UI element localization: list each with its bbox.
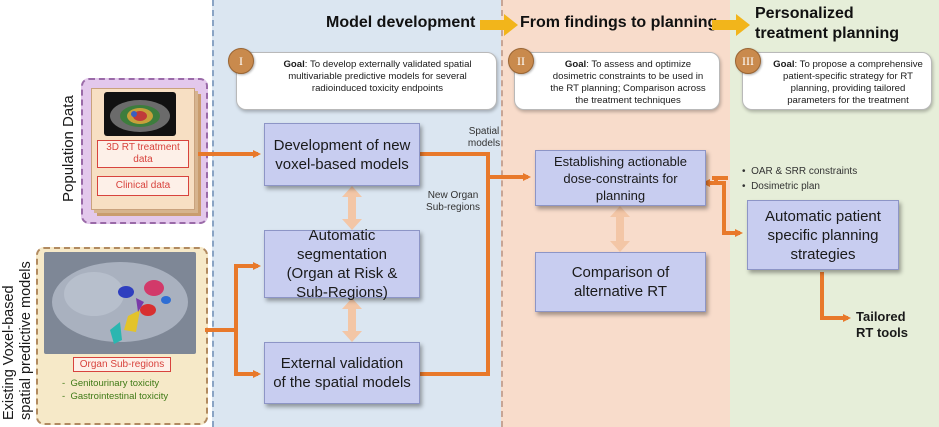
header-personalized: Personalized treatment planning [755, 5, 900, 42]
new-organ-label: New Organ Sub-regions [426, 190, 480, 213]
header-arrow-1 [480, 14, 518, 36]
roman-numeral-1: I [228, 48, 254, 74]
goal-box-3: Goal: To propose a comprehensive patient… [742, 52, 932, 110]
header-arrow-2 [712, 14, 750, 36]
header-model-development: Model development [326, 14, 476, 31]
double-arrow-1 [342, 186, 362, 230]
spatial-models-label: Spatial models [467, 126, 501, 149]
roman-numeral-3: III [735, 48, 761, 74]
rt-treatment-data-box: 3D RT treatment data [97, 140, 189, 168]
organ-subregions-box: Organ Sub-regions [73, 357, 171, 372]
comparison-box: Comparison of alternative RT [535, 252, 706, 312]
bullet-item: • OAR & SRR constraints [742, 166, 858, 177]
header-findings-to-planning: From findings to planning [520, 14, 718, 31]
automatic-planning-box: Automatic patient specific planning stra… [747, 200, 899, 270]
toxicity-item: - Genitourinary toxicity [62, 378, 160, 389]
organ-3d-render-image [44, 252, 196, 354]
dose-constraints-box: Establishing actionable dose-constraints… [535, 150, 706, 206]
bullet-item: • Dosimetric plan [742, 181, 820, 192]
voxel-models-box: Development of new voxel-based models [264, 123, 420, 186]
planning-bullets: • OAR & SRR constraints • Dosimetric pla… [742, 164, 857, 194]
toxicity-item: - Gastrointestinal toxicity [62, 391, 169, 402]
goal-box-2: Goal: To assess and optimize dosimetric … [514, 52, 720, 110]
roman-numeral-2: II [508, 48, 534, 74]
double-arrow-3 [610, 206, 630, 252]
toxicity-list: - Genitourinary toxicity - Gastrointesti… [62, 377, 168, 403]
goal-box-1: Goal: To develop externally validated sp… [236, 52, 497, 110]
validation-box: External validation of the spatial model… [264, 342, 420, 404]
double-arrow-2 [342, 298, 362, 342]
clinical-data-box: Clinical data [97, 176, 189, 196]
ct-scan-image [104, 92, 176, 136]
segmentation-box: Automatic segmentation (Organ at Risk & … [264, 227, 420, 301]
tailored-rt-tools-label: Tailored RT tools [856, 309, 908, 340]
